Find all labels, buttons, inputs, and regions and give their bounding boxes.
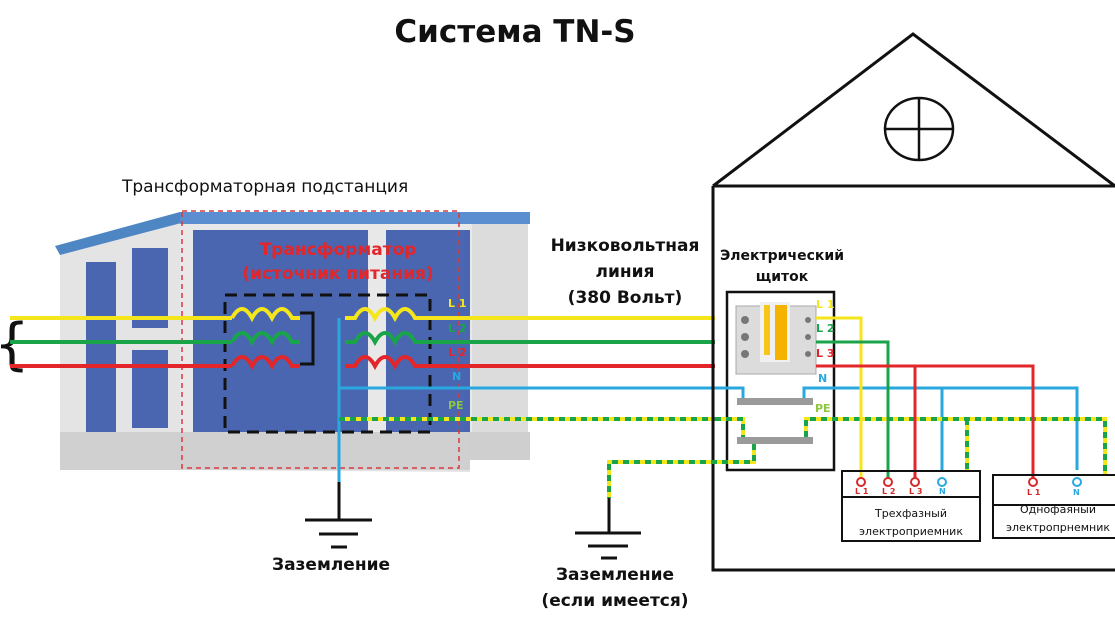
wire-label-N-substation: N: [452, 370, 462, 383]
circuit-breaker: [735, 302, 817, 375]
terminal-icons: [856, 477, 1082, 487]
wire-L3-house: [816, 364, 1035, 484]
low-voltage-line3: (380 Вольт): [567, 288, 683, 308]
transformer-label: Трансформатор (источник питания): [218, 238, 458, 286]
wire-L2-supply: [10, 331, 715, 347]
ground-house-line2: (если имеется): [541, 591, 689, 611]
low-voltage-line1: Низковольтная: [550, 236, 700, 256]
page-title: Система TN-S: [394, 14, 636, 50]
wire-label-N-panel: N: [818, 372, 828, 385]
load3-line1: Трехфазный: [875, 507, 947, 520]
wire-label-L2-substation: L 2: [448, 322, 467, 335]
load-three-phase-box: [841, 470, 981, 542]
wire-N-panel: [715, 386, 1079, 470]
wire-label-L1-panel: L 1: [816, 298, 835, 311]
transformer-box: [223, 293, 432, 434]
wire-L2-house: [816, 340, 890, 484]
wire-label-PE-substation: PE: [448, 399, 464, 412]
load-single-phase-label: Однофаяный электропрнемник: [993, 501, 1115, 537]
ground-symbol-substation: [305, 482, 372, 549]
load-three-phase-label: Трехфазный электроприемник: [841, 505, 981, 541]
load1-line1: Однофаяный: [1020, 503, 1096, 516]
load3-line2: электроприемник: [859, 525, 963, 538]
wire-N-supply: [337, 318, 715, 482]
attic-window-icon: [883, 96, 955, 162]
panel-label: Электрический щиток: [712, 246, 852, 288]
load-single-phase-box: [992, 474, 1115, 539]
wire-label-L3-panel: L 3: [816, 347, 835, 360]
ground-label-house: Заземление (если имеется): [530, 562, 700, 614]
transformer-label-line1: Трансформатор: [259, 240, 417, 260]
wire-label-L2-panel: L 2: [816, 322, 835, 335]
terminal-label: L 1: [855, 487, 869, 496]
house-outline: [711, 32, 1115, 572]
transformer-label-line2: (источник питания): [242, 264, 434, 284]
wire-label-PE-panel: PE: [815, 402, 831, 415]
substation-label: Трансформаторная подстанция: [122, 177, 409, 197]
wire-label-L3-substation: L 2: [448, 346, 467, 359]
panel-label-line2: щиток: [755, 269, 809, 285]
ground-house-line1: Заземление: [555, 565, 675, 585]
low-voltage-label: Низковольтная линия (380 Вольт): [530, 233, 720, 311]
wire-label-L1-substation: L 1: [448, 297, 467, 310]
wire-L3-supply: [10, 355, 715, 371]
terminal-label: N: [939, 487, 946, 496]
terminal-label: L 3: [909, 487, 923, 496]
substation-boundary: [181, 210, 460, 469]
panel-label-line1: Электрический: [720, 248, 844, 264]
neutral-busbar: [737, 398, 813, 405]
pe-busbar: [737, 437, 813, 444]
load1-line2: электропрнемник: [1005, 521, 1111, 534]
terminal-label: N: [1073, 488, 1080, 497]
wire-L1-supply: [10, 307, 715, 323]
wire-L1-house: [816, 316, 863, 484]
low-voltage-line2: линия: [595, 262, 655, 282]
ground-label-substation: Заземление: [272, 555, 391, 575]
terminal-label: L 2: [882, 487, 896, 496]
electrical-panel-box: [725, 290, 836, 472]
ground-symbol-house: [575, 498, 641, 560]
terminal-label: L 1: [1027, 488, 1041, 497]
transformer-primary-bracket: [300, 311, 315, 366]
wire-PE-panel: [607, 417, 1107, 498]
